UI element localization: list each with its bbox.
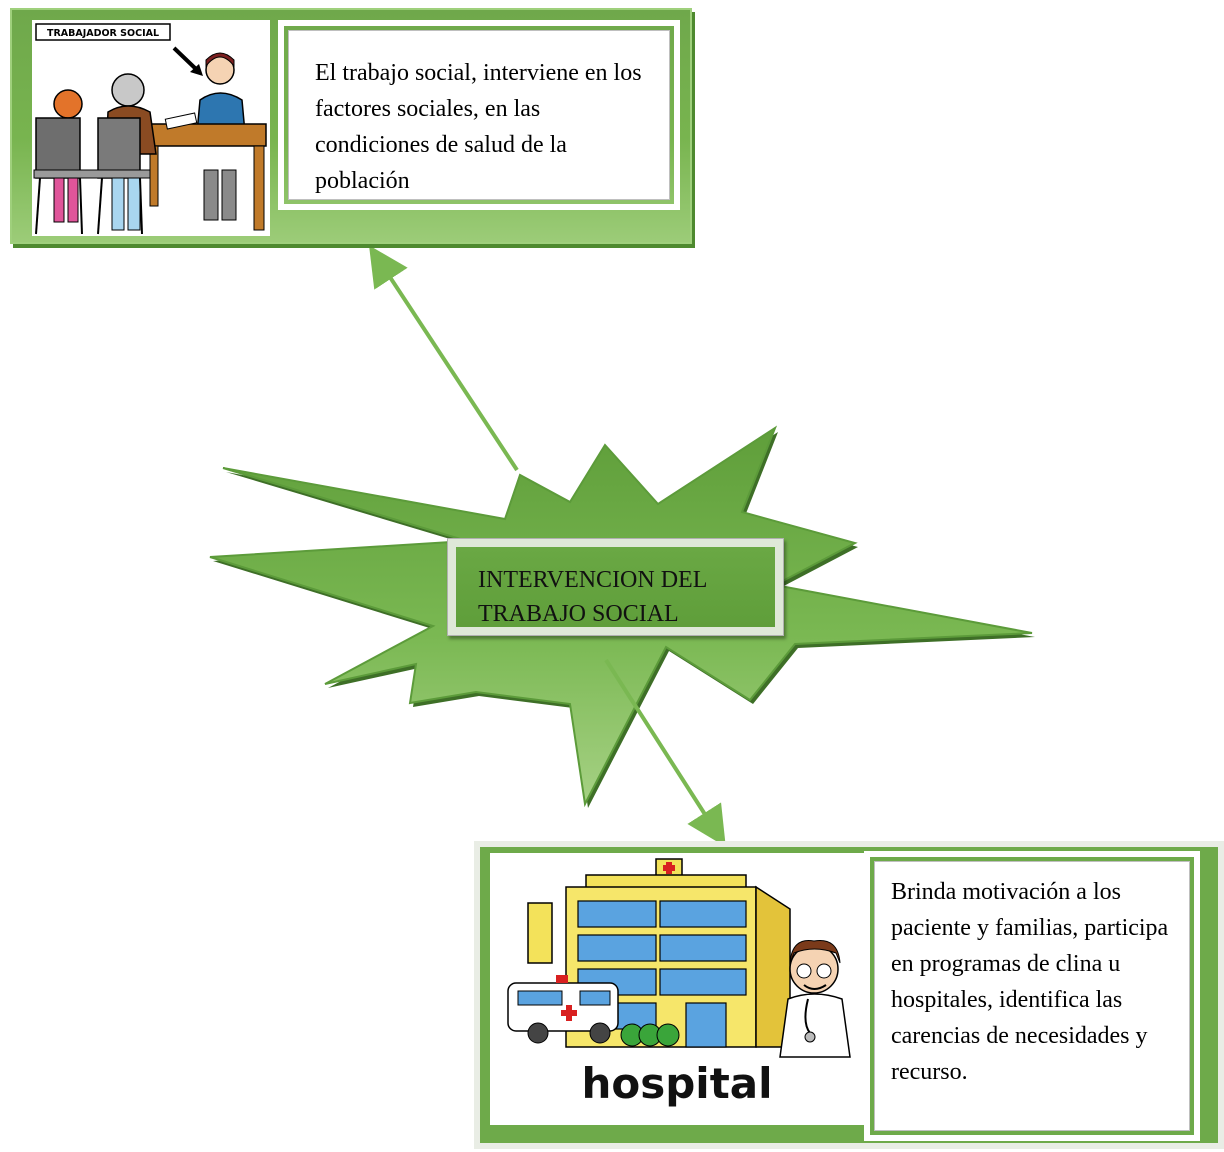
top-text-frame: El trabajo social, interviene en los fac…	[278, 20, 680, 210]
hospital-illustration: hospital	[490, 853, 864, 1125]
center-label-box: INTERVENCION DEL TRABAJO SOCIAL	[447, 538, 784, 636]
bottom-text-frame: Brinda motivación a los paciente y famil…	[864, 851, 1200, 1141]
hospital-word: hospital	[581, 1059, 773, 1108]
center-label: INTERVENCION DEL TRABAJO SOCIAL	[456, 547, 775, 627]
bottom-card-panel: hospital Brinda motivación a los pacient…	[480, 847, 1218, 1143]
social-worker-illustration: TRABAJADOR SOCIAL	[32, 20, 270, 236]
social-worker-pictogram: TRABAJADOR SOCIAL	[33, 23, 267, 235]
top-card: TRABAJADOR SOCIAL	[10, 8, 692, 244]
arrow-to-top-card	[368, 245, 519, 472]
hospital-pictogram	[507, 858, 851, 1058]
bottom-card: hospital Brinda motivación a los pacient…	[474, 841, 1224, 1149]
bottom-card-text: Brinda motivación a los paciente y famil…	[874, 861, 1190, 1131]
top-card-text: El trabajo social, interviene en los fac…	[288, 30, 670, 200]
arrow-to-bottom-card	[604, 658, 726, 847]
image-label: TRABAJADOR SOCIAL	[47, 28, 159, 39]
